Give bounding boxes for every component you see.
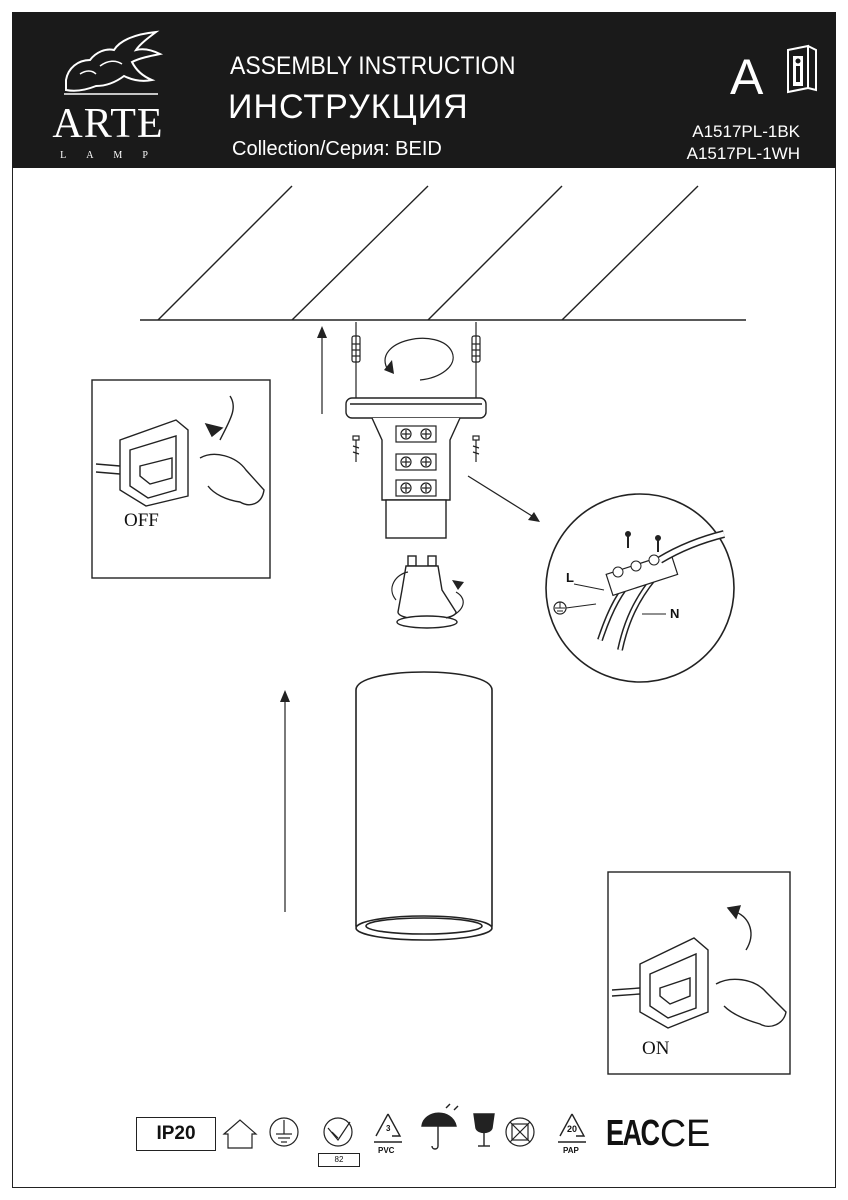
wall-plug-left <box>351 322 361 398</box>
recycle-pvc-label: PVC <box>378 1146 395 1155</box>
fragile-icon <box>473 1113 495 1147</box>
screw-left <box>352 435 360 462</box>
lamp-rotate-arrow-icon <box>391 571 464 619</box>
recycle-pap-number: 20 <box>567 1124 578 1134</box>
brand-subtitle: LAMP <box>60 150 168 161</box>
neutral-wire-label: N <box>670 606 680 621</box>
instruction-book-icon <box>787 44 817 94</box>
recycle-pap-icon <box>558 1113 586 1143</box>
document-letter: A <box>730 49 764 105</box>
energy-class-icon <box>323 1117 353 1147</box>
indoor-use-icon <box>222 1119 258 1149</box>
title-english: ASSEMBLY INSTRUCTION <box>230 52 516 80</box>
title-russian: ИНСТРУКЦИЯ <box>228 88 469 126</box>
wiring-detail <box>545 493 735 683</box>
brand-name: ARTE <box>52 101 164 147</box>
gu10-lamp <box>396 555 458 629</box>
cylinder-housing <box>355 671 493 941</box>
switch-on-panel <box>607 871 791 1075</box>
live-wire-label: L <box>566 570 574 585</box>
rotate-arrow-icon <box>384 337 454 381</box>
recycle-pvc-icon <box>374 1113 402 1143</box>
switch-on-label: ON <box>642 1038 670 1059</box>
recycle-pvc-number: 3 <box>386 1124 391 1133</box>
model-number-2: A1517PL-1WH <box>686 144 800 163</box>
switch-off-label: OFF <box>124 510 159 531</box>
brand-logo: ARTE LAMP <box>38 30 178 161</box>
detail-pointer-arrow <box>467 475 540 522</box>
eac-mark: EAC <box>606 1112 660 1153</box>
earth-ground-icon <box>269 1117 299 1147</box>
ceiling-hatch <box>140 185 746 321</box>
terminal-block <box>395 425 437 497</box>
griffin-icon <box>64 30 164 95</box>
mount-up-arrow <box>317 326 327 414</box>
switch-off-panel <box>91 379 271 579</box>
header-bar: ARTE LAMP ASSEMBLY INSTRUCTION ИНСТРУКЦИ… <box>12 12 836 168</box>
housing-up-arrow <box>280 690 290 912</box>
wall-plug-right <box>471 322 481 398</box>
class-number-box: 82 <box>318 1153 360 1167</box>
screw-right <box>472 435 480 462</box>
no-household-waste-icon <box>505 1117 535 1147</box>
collection-label: Collection/Серия: BEID <box>232 138 442 160</box>
ce-mark: CE <box>660 1113 711 1155</box>
keep-dry-icon <box>421 1103 459 1150</box>
model-number-1: A1517PL-1BK <box>692 122 800 141</box>
ip-rating-badge: IP20 <box>136 1117 216 1151</box>
recycle-pap-label: PAP <box>563 1146 579 1155</box>
